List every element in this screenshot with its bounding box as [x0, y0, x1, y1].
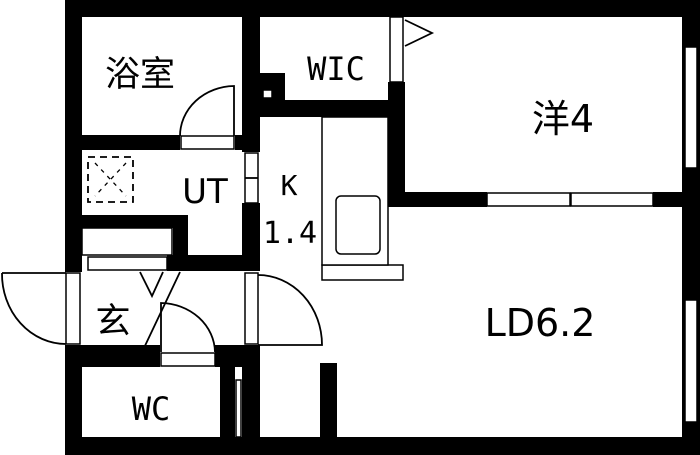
- interior-walls: [82, 17, 682, 437]
- sink-icon: [335, 195, 381, 255]
- washer-pan-icon: [87, 156, 134, 203]
- shoe-cabinet: [81, 227, 173, 256]
- room-label-utility: UT: [182, 172, 228, 212]
- bath-door-swing: [179, 85, 235, 137]
- room-label-wic: WIC: [307, 50, 365, 88]
- pipe-shaft: [262, 89, 273, 99]
- wic-door-frame: [389, 16, 404, 83]
- room-label-western: 洋4: [532, 97, 594, 141]
- entrance-door-frame: [65, 272, 81, 345]
- kitchen-counter: [321, 264, 404, 281]
- window-western: [684, 46, 698, 169]
- room-label-ld: LD6.2: [485, 301, 596, 345]
- room-label-kitchen: K: [281, 169, 298, 202]
- room-label-bath: 浴室: [105, 55, 175, 95]
- bath-door-frame: [180, 135, 235, 150]
- wc-door-frame: [160, 352, 216, 367]
- entrance-door-swing: [1, 272, 67, 345]
- wic-door-marker: [404, 19, 435, 47]
- room-label-toilet: WC: [132, 390, 171, 428]
- window-ld: [684, 299, 698, 423]
- entrance-step: [139, 271, 181, 351]
- room-label-entrance: 玄: [95, 302, 130, 342]
- sliding-door: [486, 192, 571, 207]
- ld-door-frame: [244, 272, 259, 345]
- room-label-kitchen-size: 1.4: [263, 216, 317, 251]
- ld-door-swing: [257, 274, 323, 346]
- wc-door-swing: [160, 302, 216, 353]
